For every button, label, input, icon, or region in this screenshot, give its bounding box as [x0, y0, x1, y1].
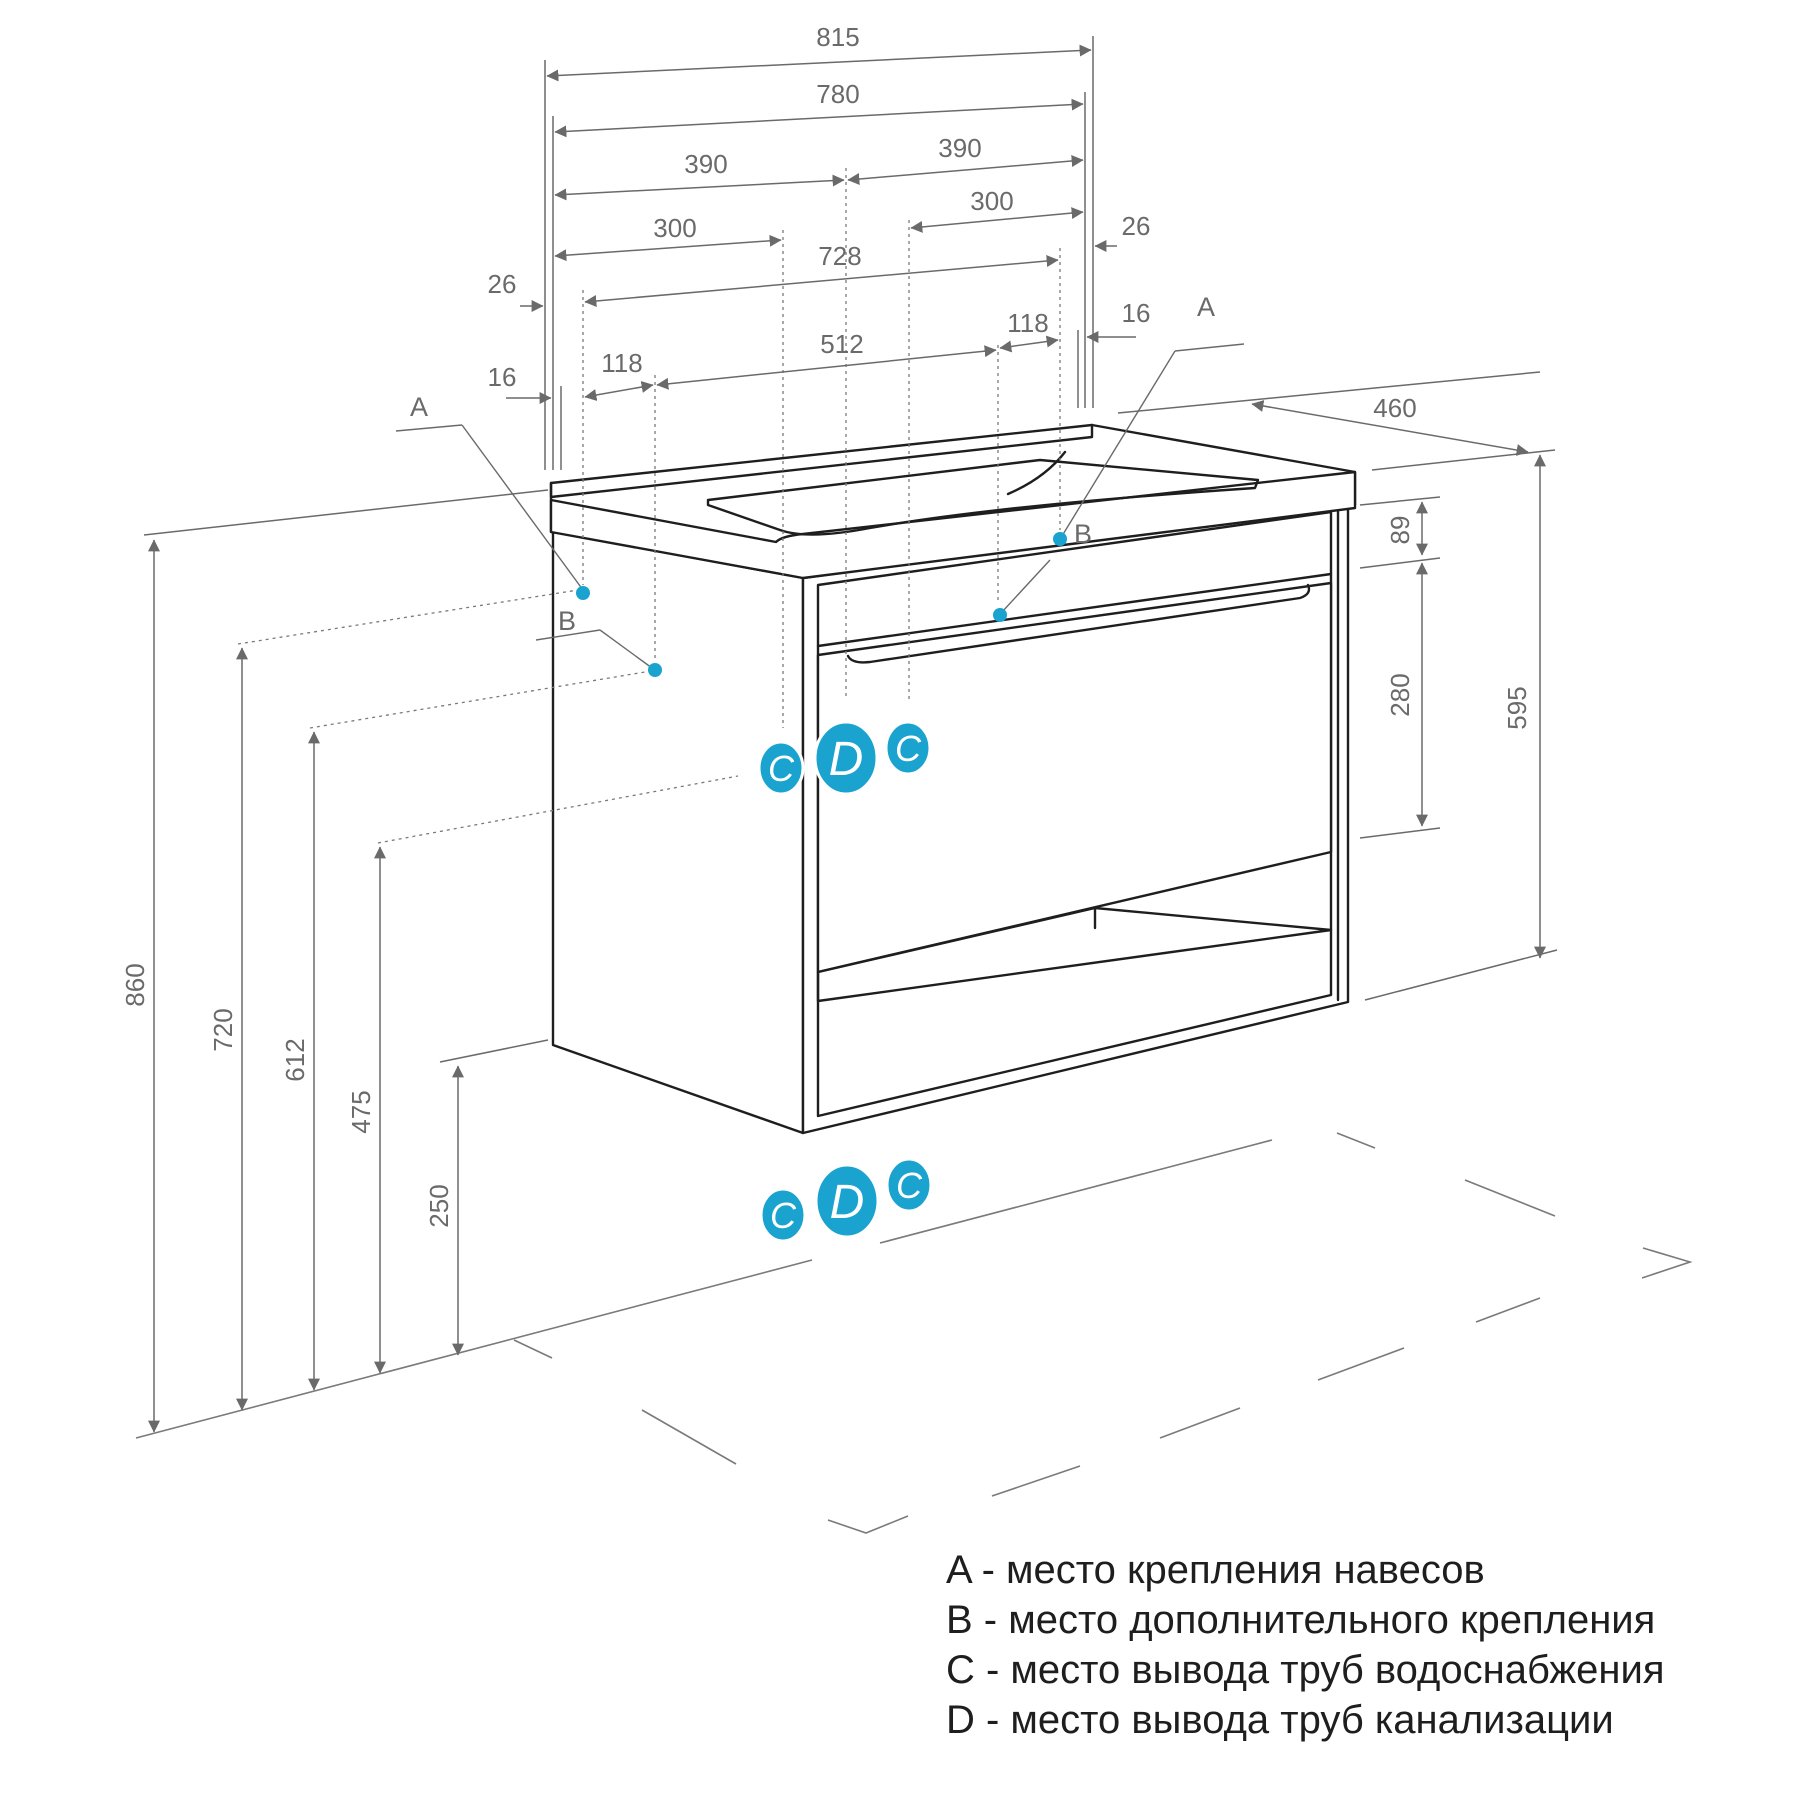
- point-b-left: [648, 663, 662, 677]
- dim-89-label: 89: [1385, 516, 1415, 545]
- cabinet-side-panel: [551, 530, 805, 1135]
- legend-d: D - место вывода труб канализации: [946, 1698, 1614, 1742]
- dim-250-label: 250: [424, 1184, 454, 1227]
- svg-text:D: D: [829, 733, 864, 786]
- svg-text:C: C: [896, 1165, 923, 1206]
- label-a-left: A: [410, 392, 428, 422]
- dim-728-label: 728: [818, 241, 861, 271]
- dim-815-label: 815: [816, 22, 859, 52]
- point-b-right: [993, 608, 1007, 622]
- mounting-points: A B A B: [395, 292, 1245, 677]
- drawer-handle: [846, 583, 1311, 664]
- legend-b: B - место дополнительного крепления: [946, 1598, 1656, 1642]
- dim-612-label: 612: [280, 1038, 310, 1081]
- outlet-c-left-upper: C: [757, 740, 805, 796]
- legend-c: C - место вывода труб водоснабжения: [946, 1648, 1665, 1692]
- label-b-right: B: [1074, 519, 1092, 549]
- dim-300-right-label: 300: [970, 186, 1013, 216]
- legend: A - место крепления навесов B - место до…: [946, 1545, 1786, 1745]
- point-a-right: [1053, 532, 1067, 546]
- dim-26-left-label: 26: [488, 269, 517, 299]
- outlet-c-right-floor: C: [885, 1157, 933, 1213]
- svg-text:C: C: [895, 728, 922, 769]
- vanity-cabinet: [551, 503, 1350, 1135]
- dim-390-left-label: 390: [684, 149, 727, 179]
- label-b-left: B: [558, 606, 576, 636]
- dim-390-right-label: 390: [938, 133, 981, 163]
- dim-595-label: 595: [1502, 686, 1532, 729]
- dim-860-label: 860: [120, 963, 150, 1006]
- svg-text:C: C: [770, 1195, 797, 1236]
- washbasin: [549, 423, 1357, 580]
- outlet-d-floor: D: [814, 1163, 880, 1239]
- right-dimensions: 89 280 595: [1359, 454, 1558, 1001]
- point-a-left: [576, 586, 590, 600]
- outlet-c-left-floor: C: [759, 1187, 807, 1243]
- drawer-front: [816, 581, 1333, 974]
- left-dimensions: 860 720 612 475 250: [120, 489, 739, 1433]
- dim-512-label: 512: [820, 329, 863, 359]
- dim-720-label: 720: [208, 1008, 238, 1051]
- svg-text:C: C: [768, 748, 795, 789]
- outlet-d-upper: D: [813, 720, 879, 796]
- dim-475-label: 475: [346, 1090, 376, 1133]
- top-dimensions: 815 780 390 390 300 300 728 512 118 118 …: [488, 22, 1151, 728]
- dim-118-right-label: 118: [1007, 308, 1048, 338]
- dim-16-right-label: 16: [1122, 298, 1151, 328]
- floor-outline: [135, 1132, 1693, 1534]
- dim-460-label: 460: [1373, 393, 1416, 423]
- depth-dimension: 460: [1117, 371, 1556, 471]
- pipe-outlets-upper: C D C: [757, 720, 932, 796]
- legend-a: A - место крепления навесов: [946, 1548, 1485, 1592]
- dim-118-left-label: 118: [601, 348, 642, 378]
- label-a-right: A: [1197, 292, 1215, 322]
- svg-text:D: D: [830, 1176, 865, 1229]
- dim-280-label: 280: [1385, 673, 1415, 716]
- dim-300-left-label: 300: [653, 213, 696, 243]
- pipe-outlets-floor: C D C: [759, 1157, 933, 1243]
- dim-780-label: 780: [816, 79, 859, 109]
- dim-16-left-label: 16: [488, 362, 517, 392]
- outlet-c-right-upper: C: [884, 720, 932, 776]
- dim-26-right-label: 26: [1122, 211, 1151, 241]
